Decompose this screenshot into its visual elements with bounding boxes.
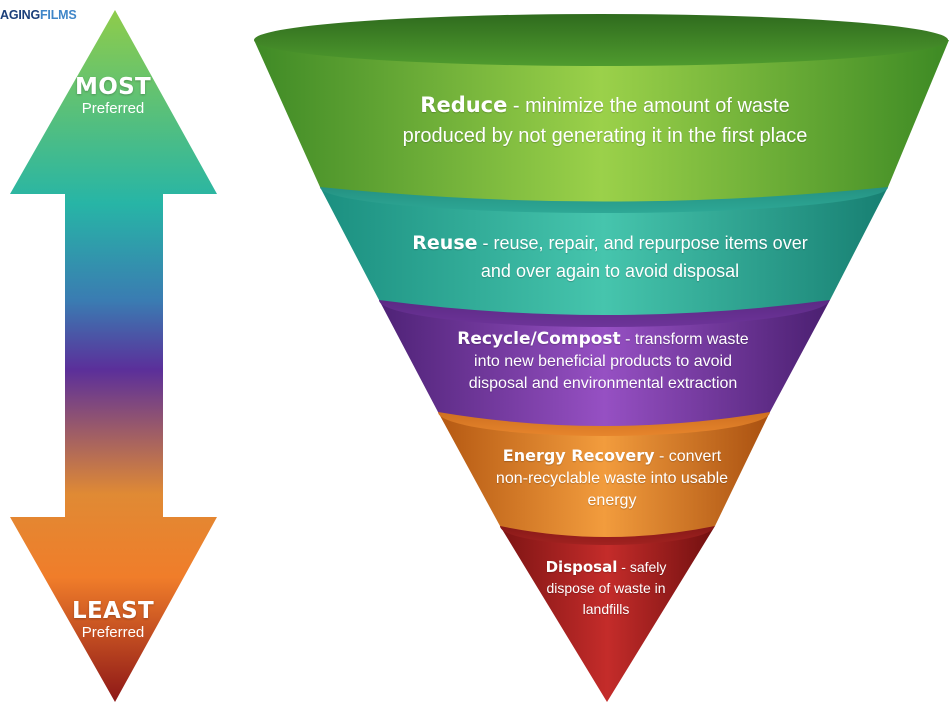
- preference-arrow: [10, 10, 217, 702]
- brand-part-2: FILMS: [39, 8, 77, 22]
- least-sub-label: Preferred: [81, 624, 145, 641]
- brand-part-1: AGING: [0, 8, 40, 22]
- tier-reduce-name: Reduce: [420, 93, 508, 117]
- tier-reuse-name: Reuse: [412, 232, 478, 254]
- tier-reduce-desc: - minimize the amount of waste produced …: [402, 95, 808, 147]
- tier-reduce-shape: [254, 14, 949, 202]
- tier-disposal-name: Disposal: [545, 558, 618, 576]
- tier-energy-recovery-desc: - convert non-recyclable waste into usab…: [495, 448, 729, 509]
- tier-recycle-compost-text: Recycle/Compost - transform waste into n…: [448, 328, 758, 395]
- tier-energy-recovery-name: Energy Recovery: [502, 446, 655, 465]
- most-label: MOST: [75, 74, 151, 100]
- tier-reuse-text: Reuse - reuse, repair, and repurpose ite…: [400, 229, 820, 285]
- most-preferred-label: MOST Preferred: [10, 74, 216, 117]
- least-label: LEAST: [72, 598, 154, 624]
- tier-disposal-desc: - safely dispose of waste in landfills: [546, 559, 667, 617]
- tier-energy-recovery-text: Energy Recovery - convert non-recyclable…: [492, 445, 732, 512]
- tier-recycle-compost-name: Recycle/Compost: [457, 329, 621, 349]
- least-preferred-label: LEAST Preferred: [10, 598, 216, 641]
- tier-reuse-desc: - reuse, repair, and repurpose items ove…: [477, 233, 808, 281]
- tier-recycle-compost-desc: - transform waste into new beneficial pr…: [468, 331, 749, 392]
- most-sub-label: Preferred: [81, 100, 145, 117]
- brand-logo: AGINGFILMS: [0, 8, 77, 22]
- tier-disposal-text: Disposal - safely dispose of waste in la…: [538, 557, 674, 620]
- tier-reduce-text: Reduce - minimize the amount of waste pr…: [380, 90, 830, 151]
